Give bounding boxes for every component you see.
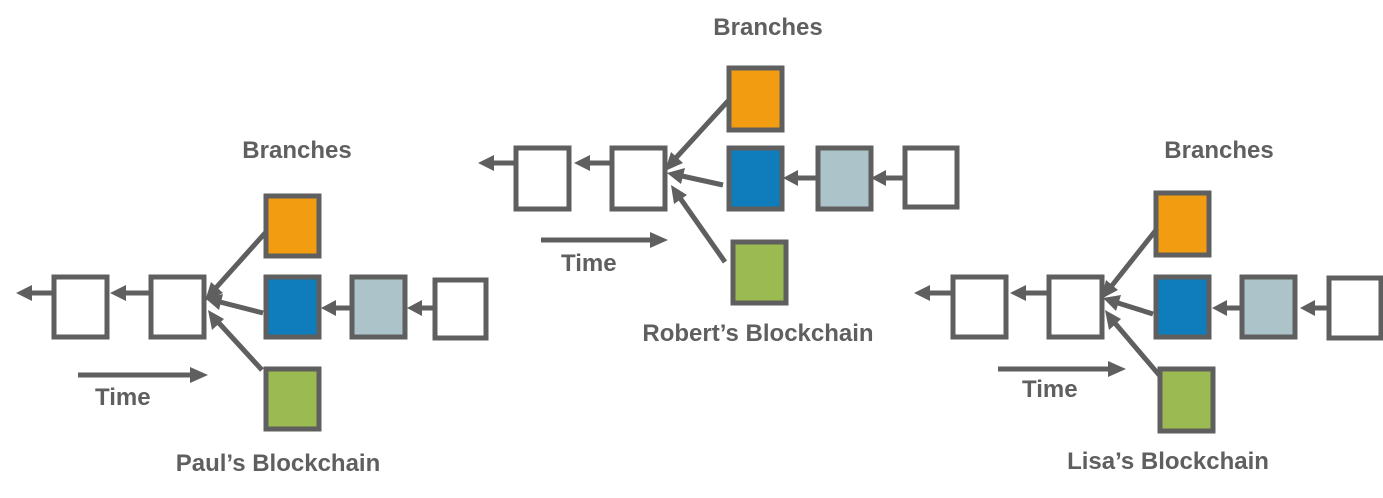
time-arrow-head — [650, 232, 668, 248]
time-arrow-head — [1108, 361, 1126, 377]
block-lightblue — [815, 145, 874, 212]
block-empty — [148, 274, 207, 340]
block-green — [730, 239, 789, 306]
time-label: Time — [1022, 376, 1078, 403]
branches-label: Branches — [242, 137, 351, 164]
block-empty — [950, 274, 1009, 340]
roberts-blockchain: Branches Robert’s Blockchain Time — [478, 14, 960, 347]
block-empty — [51, 274, 110, 340]
block-orange — [263, 193, 322, 259]
block-green — [263, 366, 322, 432]
block-empty — [513, 145, 572, 212]
block-blue — [726, 145, 785, 212]
branches-label: Branches — [1164, 137, 1273, 164]
blockchain-owner-label: Paul’s Blockchain — [176, 450, 381, 477]
block-empty — [902, 145, 960, 210]
blockchain-owner-label: Robert’s Blockchain — [642, 320, 873, 347]
branch-arrow-blue — [219, 299, 264, 316]
lisas-blockchain: Branches Lisa’s Blockchain Time — [914, 137, 1383, 475]
block-empty — [432, 277, 489, 341]
time-arrow-head — [190, 367, 208, 383]
pauls-blockchain: Branches Paul’s Blockchain Time — [16, 137, 489, 477]
branch-arrow-green — [216, 320, 264, 372]
branch-arrow-blue — [681, 173, 724, 188]
block-empty — [609, 145, 668, 212]
branch-arrow-orange — [1108, 228, 1158, 290]
time-label: Time — [561, 250, 617, 277]
block-orange — [1153, 190, 1212, 258]
block-lightblue — [1239, 274, 1298, 340]
branch-arrow-blue — [1117, 300, 1154, 317]
block-green — [1157, 366, 1216, 434]
blockchain-owner-label: Lisa’s Blockchain — [1067, 448, 1269, 475]
block-blue — [263, 274, 322, 340]
branch-arrow-orange — [212, 230, 268, 292]
branch-arrow-green — [1112, 320, 1162, 378]
branch-arrow-orange — [672, 99, 730, 162]
block-blue — [1153, 274, 1212, 340]
branch-arrow-green — [677, 196, 728, 264]
time-label: Time — [95, 384, 151, 411]
block-empty — [1326, 275, 1383, 341]
block-orange — [726, 65, 785, 133]
branches-label: Branches — [713, 14, 822, 41]
block-empty — [1046, 274, 1105, 340]
block-lightblue — [349, 274, 408, 340]
